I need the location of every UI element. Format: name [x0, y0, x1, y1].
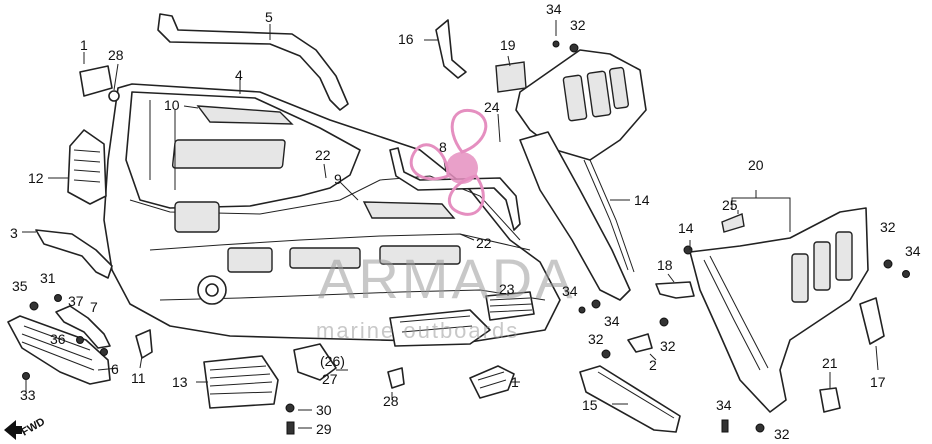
callout-31: 31: [40, 270, 56, 286]
fastener-set-left: [22, 294, 108, 392]
callout-32d: 32: [660, 338, 676, 354]
callout-2: 2: [649, 357, 657, 373]
callout-24: 24: [484, 99, 500, 115]
callout-37: 37: [68, 293, 84, 309]
callout-32c: 32: [588, 331, 604, 347]
trim-bar-edge: [597, 371, 675, 419]
callout-4: 4: [235, 67, 243, 83]
callout-26: (26): [320, 353, 345, 369]
callout-17: 17: [870, 374, 886, 390]
callout-34e: 34: [716, 397, 732, 413]
callout-21: 21: [822, 355, 838, 371]
side-clip-part: [859, 297, 885, 345]
callout-34b: 34: [905, 243, 921, 259]
callout-11: 11: [131, 370, 146, 386]
propeller-logo: [409, 108, 488, 216]
callout-13: 13: [172, 374, 188, 390]
callout-5: 5: [265, 9, 273, 25]
lid-panel-part: [362, 201, 456, 219]
callout-12: 12: [28, 170, 44, 186]
callout-32: 32: [570, 17, 586, 33]
latch-part: [435, 19, 467, 79]
callout-7: 7: [90, 299, 98, 315]
vent-strip-part: [485, 291, 535, 321]
callout-35: 35: [12, 278, 28, 294]
fastener-set-middle: [578, 299, 669, 359]
decal-part: [721, 213, 745, 233]
callout-33: 33: [20, 387, 36, 403]
cover-part: [293, 343, 337, 381]
clip-part-lower: [387, 367, 405, 389]
inner-tray-part: [196, 105, 294, 125]
fwd-marker: FWD: [4, 416, 47, 440]
callout-6: 6: [111, 361, 119, 377]
callout-19: 19: [500, 37, 516, 53]
callout-15: 15: [582, 397, 598, 413]
callout-labels: 1 1 2 3 4 5 6 7 8 9 10 11 12 13 14 14 15…: [10, 1, 921, 442]
watermark-tagline: marine outboards: [316, 318, 519, 343]
callout-8: 8: [439, 139, 447, 155]
callout-14b: 14: [678, 220, 694, 236]
callout-34: 34: [546, 1, 562, 17]
washer-part: [285, 403, 295, 413]
front-grille-part: [203, 355, 279, 409]
screw-part: [286, 421, 295, 435]
callout-9: 9: [334, 171, 342, 187]
vent-grille-part: [67, 129, 107, 205]
callout-14: 14: [634, 192, 650, 208]
lower-grille-part: [7, 315, 111, 385]
grommet-part: [108, 90, 120, 102]
label-part: [495, 61, 527, 93]
callout-28: 28: [108, 47, 124, 63]
fwd-label: FWD: [20, 416, 48, 439]
callout-23: 23: [499, 281, 515, 297]
callout-32b: 32: [880, 219, 896, 235]
callout-28b: 28: [383, 393, 399, 409]
callout-10: 10: [164, 97, 180, 113]
callout-36: 36: [50, 331, 66, 347]
callout-30: 30: [316, 402, 332, 418]
callout-27: 27: [322, 371, 338, 387]
callout-3: 3: [10, 225, 18, 241]
trim-strip-part: [157, 13, 349, 111]
callout-22: 22: [315, 147, 331, 163]
callout-1b: 1: [511, 374, 519, 390]
callout-29: 29: [316, 421, 332, 437]
side-pillar-part: [519, 131, 635, 301]
callout-32e: 32: [774, 426, 790, 442]
callout-20: 20: [748, 157, 764, 173]
armada-watermark: ARMADA marine outboards: [316, 108, 576, 343]
callout-16: 16: [398, 31, 414, 47]
callout-34c: 34: [562, 283, 578, 299]
fastener-set-right: [683, 245, 910, 433]
callout-18: 18: [657, 257, 673, 273]
small-bracket-part: [135, 329, 153, 359]
right-lower-cowl-part: [689, 207, 869, 413]
callout-25: 25: [722, 197, 738, 213]
mounting-bracket-part: [55, 305, 111, 349]
catch-part: [819, 387, 841, 413]
callout-34d: 34: [604, 313, 620, 329]
lower-vent-part: [469, 365, 515, 399]
front-cowl-part: [103, 83, 561, 347]
hinge-bracket-part: [655, 281, 695, 299]
clip-part: [79, 65, 113, 97]
trim-bar-part: [579, 365, 681, 433]
callout-22b: 22: [476, 235, 492, 251]
side-bracket-part: [35, 229, 113, 279]
watermark-brand: ARMADA: [318, 247, 576, 310]
callout-1: 1: [80, 37, 88, 53]
